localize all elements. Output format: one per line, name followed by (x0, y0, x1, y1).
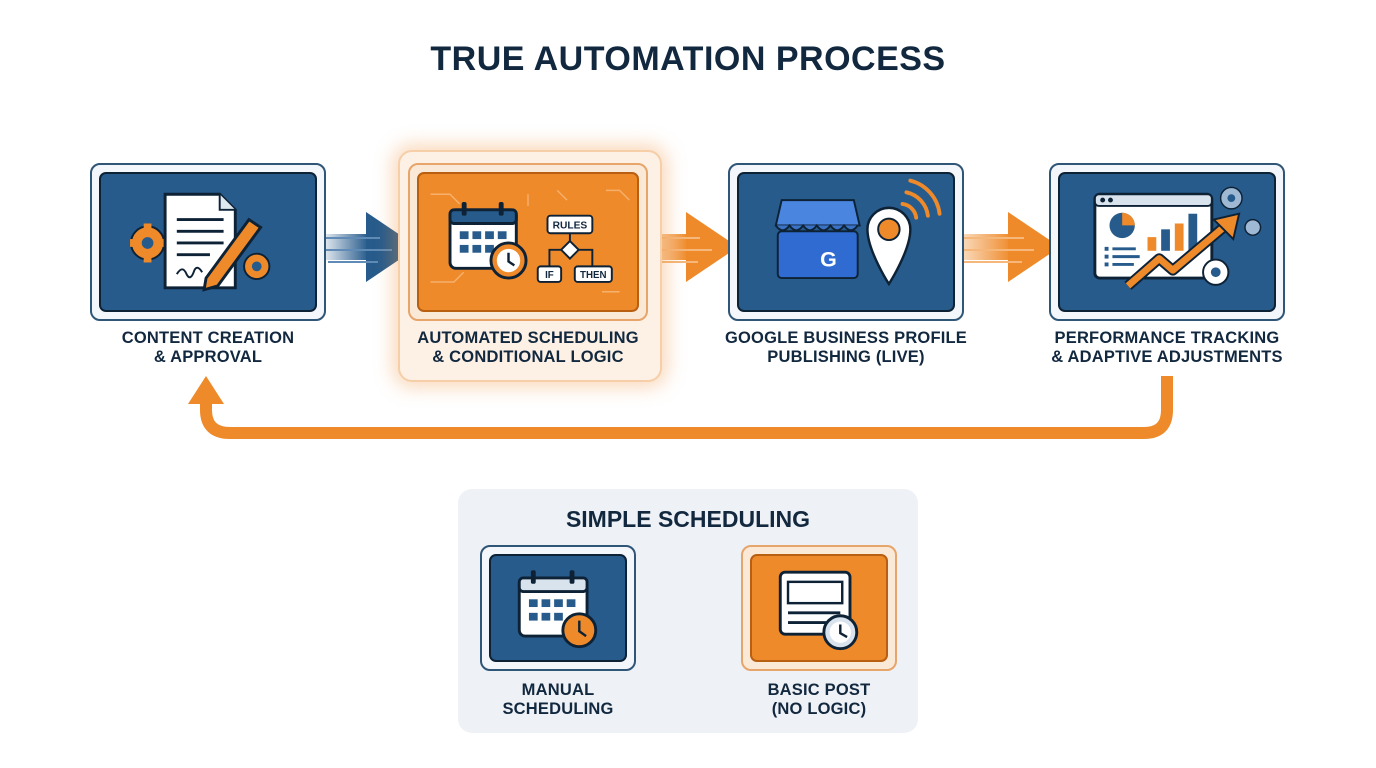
step4-label: PERFORMANCE TRACKING& ADAPTIVE ADJUSTMEN… (1051, 329, 1283, 366)
step-automated-scheduling: RULES IF THEN (408, 163, 648, 321)
calendar-rules-icon: RULES IF THEN (430, 189, 630, 293)
step-performance-tracking (1049, 163, 1285, 321)
step-google-business-profile: G (728, 163, 964, 321)
rules-text: RULES (553, 220, 588, 231)
manual-scheduling-box (480, 545, 636, 671)
simple-scheduling-title: SIMPLE SCHEDULING (565, 506, 811, 532)
g-letter: G (820, 247, 837, 271)
feedback-loop-arrow (188, 376, 1173, 439)
step-content-creation (90, 163, 326, 321)
analytics-growth-icon (1093, 186, 1262, 290)
document-pen-gears-icon (130, 192, 271, 292)
calendar-clock-icon (517, 570, 598, 649)
step1-label: CONTENT CREATION& APPROVAL (121, 329, 295, 366)
basic-post-box (741, 545, 897, 671)
then-text: THEN (580, 270, 607, 281)
post-clock-icon (778, 570, 859, 651)
if-text: IF (545, 270, 554, 281)
storefront-location-icon: G (774, 178, 942, 287)
diagram-title: TRUE AUTOMATION PROCESS (430, 40, 946, 78)
step2-label: AUTOMATED SCHEDULING& CONDITIONAL LOGIC (417, 329, 639, 366)
basic-post-label: BASIC POST(NO LOGIC) (767, 681, 871, 718)
arrow-step1-to-step2 (318, 212, 418, 282)
